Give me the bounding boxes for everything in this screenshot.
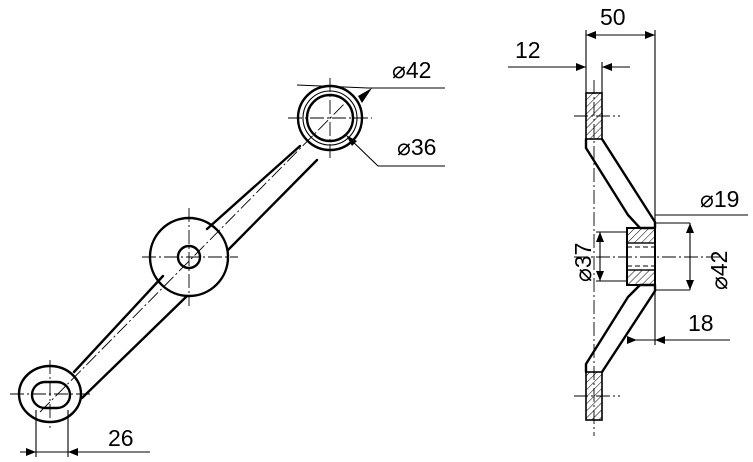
dim-d42-top: ⌀42 bbox=[296, 57, 445, 103]
hub-top-hatch bbox=[626, 227, 656, 244]
dim-label-18: 18 bbox=[688, 310, 714, 336]
dim-label-d36: ⌀36 bbox=[397, 134, 436, 160]
arm-centerline bbox=[39, 99, 349, 413]
dim-label-d37: ⌀37 bbox=[570, 243, 596, 282]
lower-arm-outline bbox=[72, 274, 189, 400]
dim-d36: ⌀36 bbox=[346, 134, 445, 167]
dim-label-26: 26 bbox=[108, 425, 134, 451]
front-view: ⌀42 ⌀36 26 bbox=[10, 57, 445, 457]
hub-bottom-hatch bbox=[626, 269, 656, 286]
dim-label-50: 50 bbox=[600, 4, 626, 30]
dim-label-d42-top: ⌀42 bbox=[392, 57, 431, 83]
dim-26: 26 bbox=[20, 410, 150, 457]
center-boss bbox=[142, 208, 238, 306]
dim-d37: ⌀37 bbox=[570, 232, 604, 282]
upper-arm-outline bbox=[205, 144, 319, 252]
dim-label-d19: ⌀19 bbox=[700, 186, 739, 212]
side-arm-lower bbox=[584, 283, 657, 374]
side-view: 50 12 ⌀19 ⌀37 ⌀42 bbox=[508, 4, 748, 436]
dim-d19: ⌀19 bbox=[655, 186, 748, 216]
lower-eye bbox=[10, 360, 92, 428]
side-arm-upper bbox=[584, 137, 657, 230]
dim-label-d42-side: ⌀42 bbox=[706, 251, 732, 290]
dim-18: 18 bbox=[627, 291, 730, 345]
dim-label-12: 12 bbox=[515, 37, 541, 63]
dim-50: 50 bbox=[585, 4, 656, 222]
dim-d42-side: ⌀42 bbox=[686, 223, 732, 290]
dim-12: 12 bbox=[508, 37, 630, 93]
